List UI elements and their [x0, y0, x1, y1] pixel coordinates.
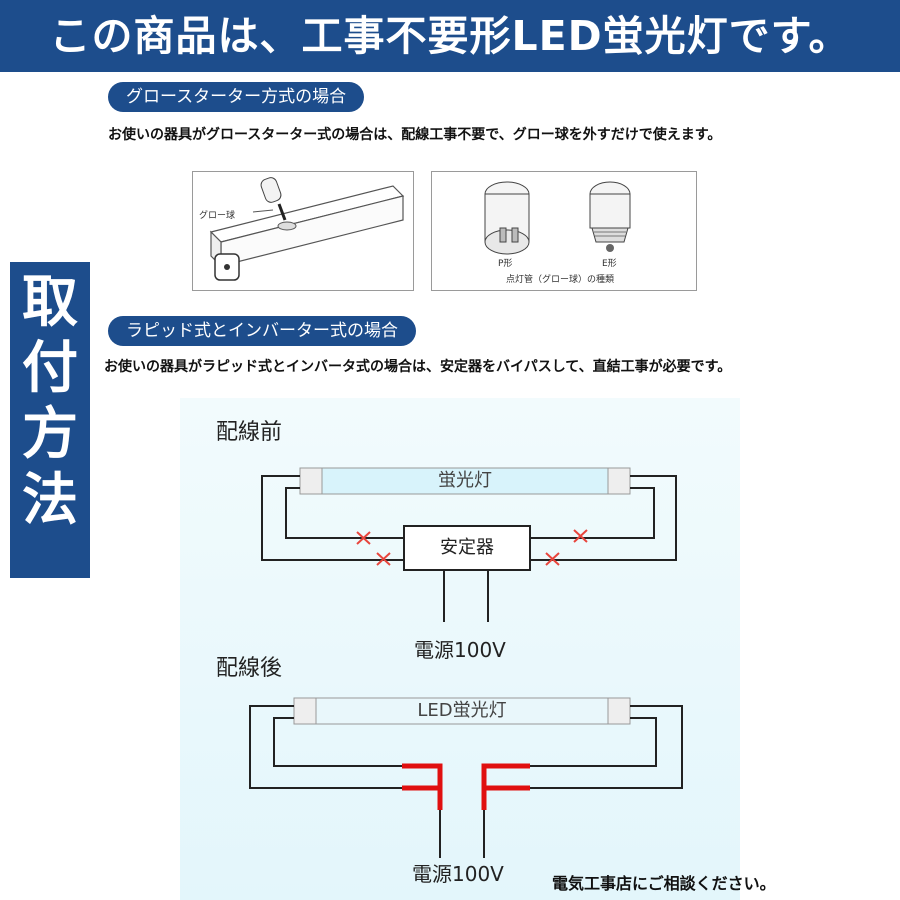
- wiring-after: [249, 705, 683, 858]
- starter-types-caption: 点灯管（グロー球）の種類: [506, 275, 615, 285]
- fluorescent-tube-label: 蛍光灯: [438, 470, 492, 491]
- e-type-starter-icon: [589, 181, 631, 252]
- header-banner: [0, 0, 900, 72]
- footer-note: 電気工事店にご相談ください。: [552, 874, 776, 893]
- fixture-drawing: [209, 177, 405, 281]
- ballast-box: [403, 525, 531, 571]
- section2-description: お使いの器具がラピッド式とインバータ式の場合は、安定器をバイパスして、直結工事が…: [104, 359, 732, 375]
- section-tag-glow-starter: グロースターター方式の場合: [108, 82, 365, 112]
- starter-types-illustration: P形 E形 点灯管（グロー球）の種類: [431, 171, 697, 291]
- wiring-before: [261, 475, 677, 622]
- p-type-starter-icon: [484, 181, 530, 255]
- led-tube-after: [293, 697, 631, 725]
- section-tag-rapid-inverter: ラピッド式とインバーター式の場合: [108, 316, 416, 346]
- ballast-label: 安定器: [440, 537, 494, 558]
- power-label-before: 電源100V: [414, 638, 506, 662]
- cut-marks: [356, 529, 588, 566]
- side-label-box: [10, 262, 90, 578]
- glow-bulb-label: グロー球: [199, 211, 236, 221]
- starter-drawing: [484, 181, 631, 255]
- direct-connection-wires: [402, 763, 530, 810]
- side-label: 取付方法: [22, 270, 78, 533]
- fixture-illustration: グロー球: [192, 171, 414, 291]
- section1-description: お使いの器具がグロースターター式の場合は、配線工事不要で、グロー球を外すだけで使…: [108, 127, 722, 143]
- power-label-after: 電源100V: [412, 862, 504, 886]
- led-tube-label: LED蛍光灯: [417, 700, 507, 721]
- before-wiring-title: 配線前: [216, 420, 283, 445]
- after-wiring-title: 配線後: [216, 656, 283, 681]
- page-title: この商品は、工事不要形LED蛍光灯です。: [49, 12, 851, 60]
- e-type-label: E形: [602, 259, 617, 269]
- p-type-label: P形: [498, 259, 513, 269]
- fluorescent-tube-before: [299, 467, 631, 495]
